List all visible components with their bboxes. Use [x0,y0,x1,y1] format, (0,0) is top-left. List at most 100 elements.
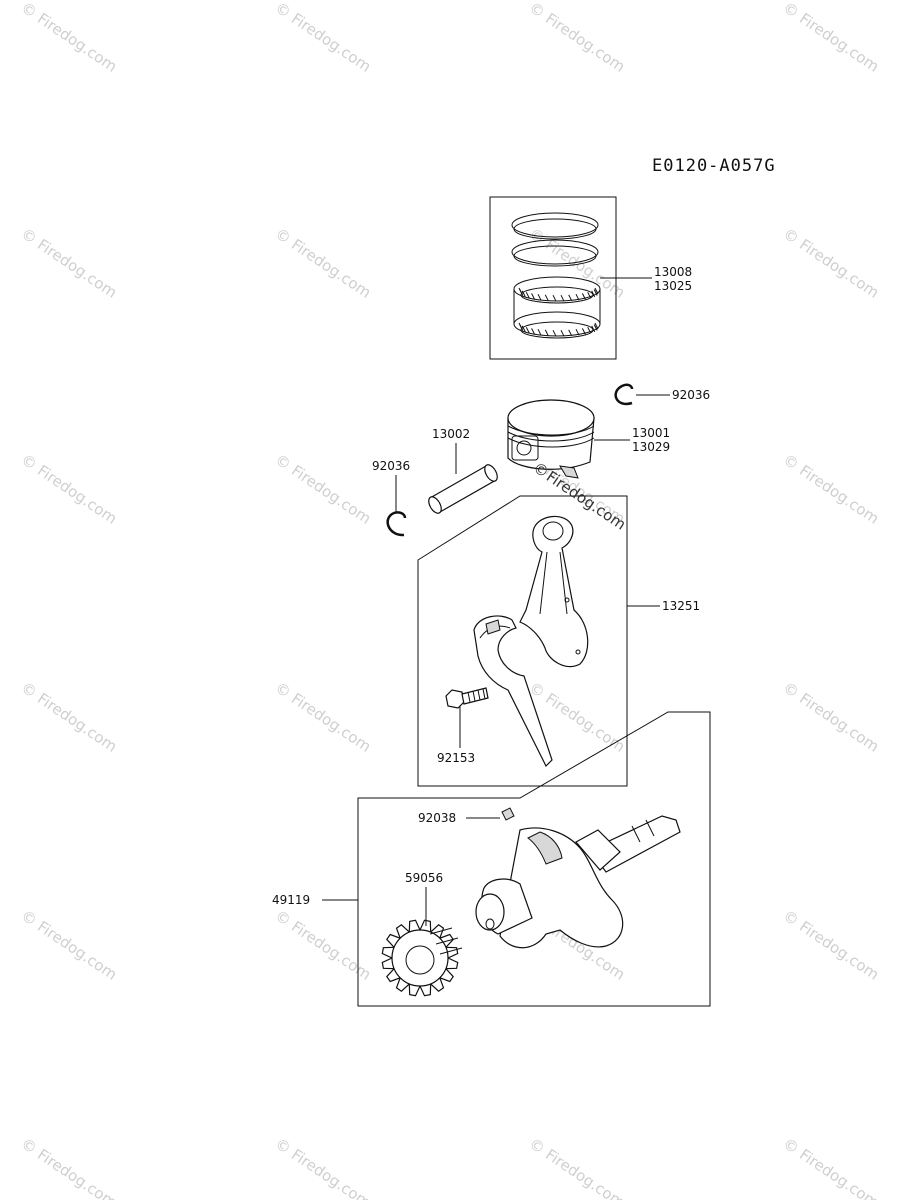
ring-tooth [568,294,573,302]
part-number-13001: 13001 [632,426,670,440]
watermark-text: © Firedog.com [272,678,375,755]
ring-tooth [581,328,586,335]
key-icon [501,807,515,821]
ring-tooth [537,328,542,336]
part-number-92036-left: 92036 [372,459,410,473]
watermark-tile: © Firedog.com [272,450,375,527]
watermark-text: © Firedog.com [18,224,121,301]
piston-pin-icon [428,464,498,514]
piston-group: 13001 13029 [507,399,670,479]
watermark-tile: © Firedog.com [18,906,121,983]
watermark-text: © Firedog.com [272,1134,375,1200]
ring-tooth [587,291,592,299]
part-number-13002: 13002 [432,427,470,441]
watermark-tile: © Firedog.com [526,0,629,76]
ring-tooth [544,294,549,302]
watermark-text: © Firedog.com [780,224,883,301]
ring-tooth [575,293,580,301]
watermark-tile: © Firedog.com [18,224,121,301]
watermark-text: © Firedog.com [272,224,375,301]
ring-tooth [593,324,598,331]
part-number-13251: 13251 [662,599,700,613]
ring-tooth [519,324,524,331]
watermark-tile: © Firedog.com [780,0,883,76]
ring-tooth [519,289,524,296]
part-number-59056: 59056 [405,871,443,885]
watermark-text: © Firedog.com [18,678,121,755]
part-number-92036-right: 92036 [672,388,710,402]
part-number-92153: 92153 [437,751,475,765]
ring-tooth [560,329,565,337]
watermark-tile: © Firedog.com [18,450,121,527]
watermark-tile: © Firedog.com [780,1134,883,1200]
ring-tooth [568,329,573,337]
piston-icon [507,399,595,479]
ring-tooth [560,294,565,302]
watermark-text: © Firedog.com [780,0,883,76]
watermark-tile: © Firedog.com [272,678,375,755]
ring-tooth [594,322,599,330]
watermark-text: © Firedog.com [18,1134,121,1200]
watermark-tile: © Firedog.com [272,0,375,76]
ring-tooth [552,294,557,302]
crankshaft-icon [475,815,681,949]
ring-tooth [531,328,536,335]
watermark-text: © Firedog.com [18,0,121,76]
circlip-icon [386,511,407,537]
watermark-text: © Firedog.com [526,0,629,76]
watermark-text: © Firedog.com [780,678,883,755]
part-number-13025: 13025 [654,279,692,293]
ring-tooth [575,328,580,336]
ring-tooth [531,293,536,300]
part-number-92038: 92038 [418,811,456,825]
ring-tooth [591,325,596,333]
part-number-49119: 49119 [272,893,310,907]
bolt-icon [445,687,489,709]
ring-tooth [552,329,557,337]
ring-tooth [581,293,586,300]
crankshaft-group: 92038 59056 49119 [272,711,711,1007]
reference-code: E0120-A057G [652,156,776,176]
watermark-tile: © Firedog.com [18,1134,121,1200]
watermark-tile: © Firedog.com [780,450,883,527]
ring-tooth [594,287,599,295]
connecting-rod-icon [473,515,589,768]
watermark-text: © Firedog.com [780,906,883,983]
watermark-grid: © Firedog.com © Firedog.com © Firedog.com ©… [18,0,883,1200]
watermark-tile: © Firedog.com [272,224,375,301]
circlip-right-group: 92036 [614,383,710,406]
ring-tooth [537,293,542,301]
watermark-text: © Firedog.com [18,906,121,983]
watermark-tile: © Firedog.com [18,0,121,76]
connecting-rod-group: 13251 [417,495,700,787]
gear-icon [381,919,463,997]
watermark-tile: © Firedog.com [780,906,883,983]
watermark-text: © Firedog.com [780,450,883,527]
watermark-tile: © Firedog.com [526,1134,629,1200]
watermark-tile: © Firedog.com [18,678,121,755]
bolt-group: 92153 [437,687,489,765]
watermark-tile: © Firedog.com [272,906,375,983]
watermark-text: © Firedog.com [272,0,375,76]
watermark-text: © Firedog.com [272,450,375,527]
circlip-left-group: 92036 [372,459,410,537]
watermark-text: © Firedog.com [18,450,121,527]
piston-rings-group: 13008 13025 [489,196,692,360]
watermark-text: © Firedog.com [526,1134,629,1200]
ring-tooth [525,326,530,334]
ring-tooth [521,325,526,333]
watermark-text: © Firedog.com [272,906,375,983]
watermark-tile: © Firedog.com [780,678,883,755]
part-number-13029: 13029 [632,440,670,454]
ring-tooth [525,291,530,299]
watermark-tile: © Firedog.com [780,224,883,301]
ring-tooth [593,289,598,296]
part-number-13008: 13008 [654,265,692,279]
piston-pin-group: 13002 [428,427,498,514]
ring-tooth [591,290,596,298]
circlip-icon [614,383,634,406]
ring-tooth [544,329,549,337]
watermark-text: © Firedog.com [780,1134,883,1200]
ring-tooth [587,326,592,334]
